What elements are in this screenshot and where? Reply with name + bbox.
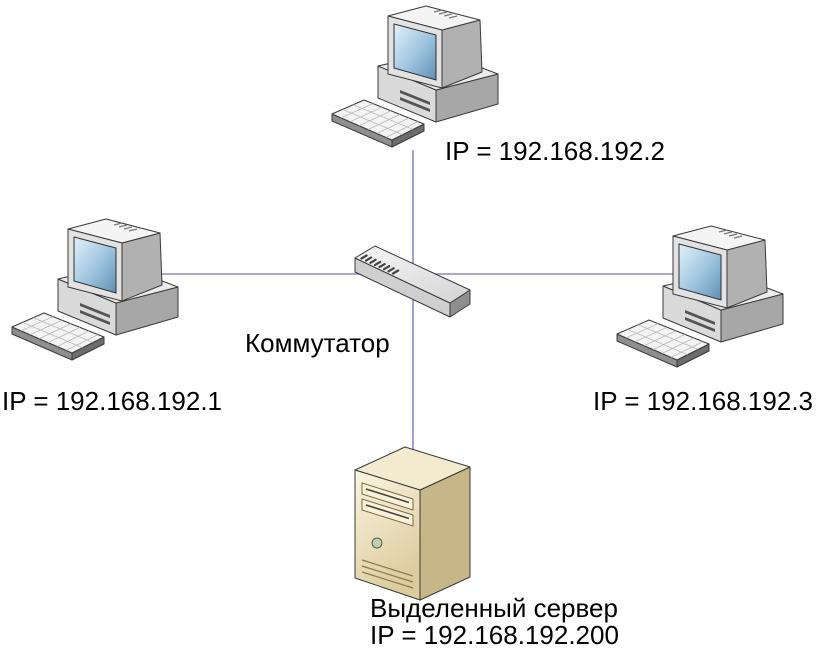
switch-label: Коммутатор bbox=[245, 328, 390, 358]
desktop-computer-icon bbox=[331, 5, 499, 148]
network-switch-icon bbox=[354, 245, 471, 318]
ip-label-left: IP = 192.168.192.1 bbox=[2, 386, 222, 416]
ip-label-top: IP = 192.168.192.2 bbox=[445, 136, 665, 166]
computer-node-right: IP = 192.168.192.3 bbox=[593, 225, 813, 416]
switch-node: Коммутатор bbox=[245, 245, 471, 358]
desktop-computer-icon bbox=[616, 225, 784, 368]
server-ip-label: IP = 192.168.192.200 bbox=[370, 620, 619, 650]
computer-node-top: IP = 192.168.192.2 bbox=[331, 5, 665, 166]
server-node: Выделенный сервер IP = 192.168.192.200 bbox=[354, 446, 619, 650]
ip-label-right: IP = 192.168.192.3 bbox=[593, 386, 813, 416]
tower-server-icon bbox=[354, 446, 471, 601]
computer-node-left: IP = 192.168.192.1 bbox=[2, 218, 222, 416]
server-label: Выделенный сервер bbox=[370, 593, 618, 623]
desktop-computer-icon bbox=[11, 218, 179, 361]
